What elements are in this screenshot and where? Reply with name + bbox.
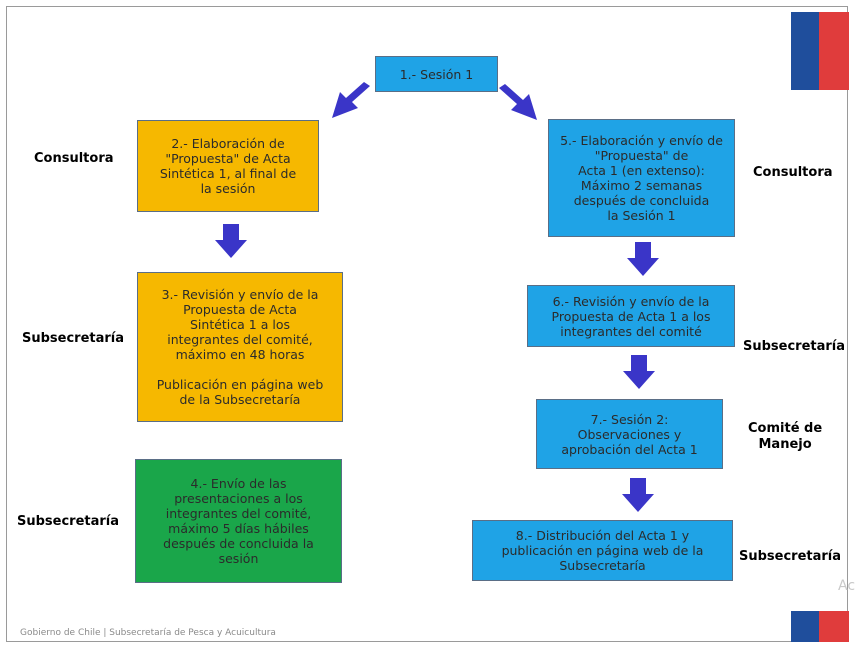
role-label-subsecretaria-3: Subsecretaría [743,339,846,354]
step-2-box: 2.- Elaboración de "Propuesta" de Acta S… [137,120,319,212]
arrow-down-icon [627,242,659,276]
watermark-text: Ac [838,578,856,594]
flag-bottom [791,611,849,642]
arrow-down-left-icon [332,82,370,118]
role-label-comite-manejo: Comité de Manejo [748,421,823,452]
footer-text: Gobierno de Chile | Subsecretaría de Pes… [20,628,276,638]
step-8-box: 8.- Distribución del Acta 1 y publicació… [472,520,733,581]
step-6-box: 6.- Revisión y envío de la Propuesta de … [527,285,735,347]
arrow-down-icon [622,478,654,512]
role-label-subsecretaria-4: Subsecretaría [739,549,842,564]
step-3-box: 3.- Revisión y envío de la Propuesta de … [137,272,343,422]
role-label-subsecretaria-1: Subsecretaría [22,331,125,346]
role-label-consultora-right: Consultora [753,165,833,180]
arrow-down-icon [623,355,655,389]
step-4-box: 4.- Envío de las presentaciones a los in… [135,459,342,583]
step-7-box: 7.- Sesión 2: Observaciones y aprobación… [536,399,723,469]
arrow-down-right-icon [499,84,537,120]
role-label-subsecretaria-2: Subsecretaría [17,514,120,529]
arrow-down-icon [215,224,247,258]
step-5-box: 5.- Elaboración y envío de "Propuesta" d… [548,119,735,237]
role-label-consultora-left: Consultora [34,151,114,166]
flag-top [791,12,849,90]
step-1-box: 1.- Sesión 1 [375,56,498,92]
